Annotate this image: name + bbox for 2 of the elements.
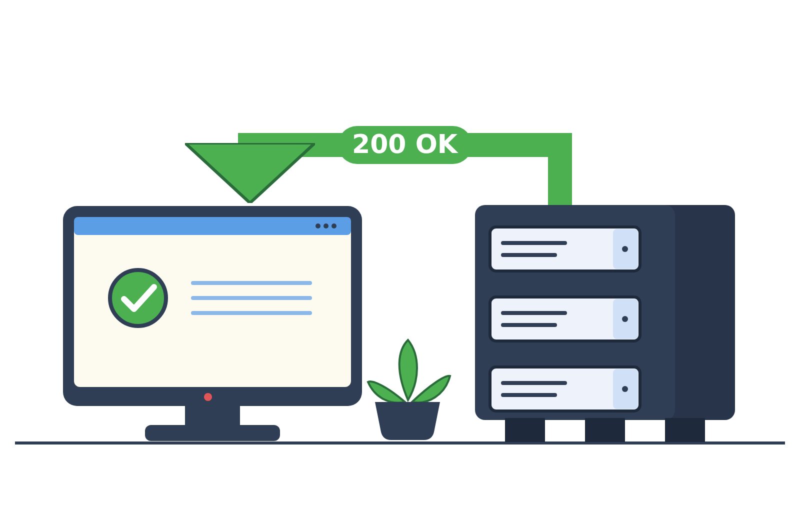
monitor-drawing bbox=[60, 203, 365, 443]
server-drawing bbox=[475, 205, 735, 445]
